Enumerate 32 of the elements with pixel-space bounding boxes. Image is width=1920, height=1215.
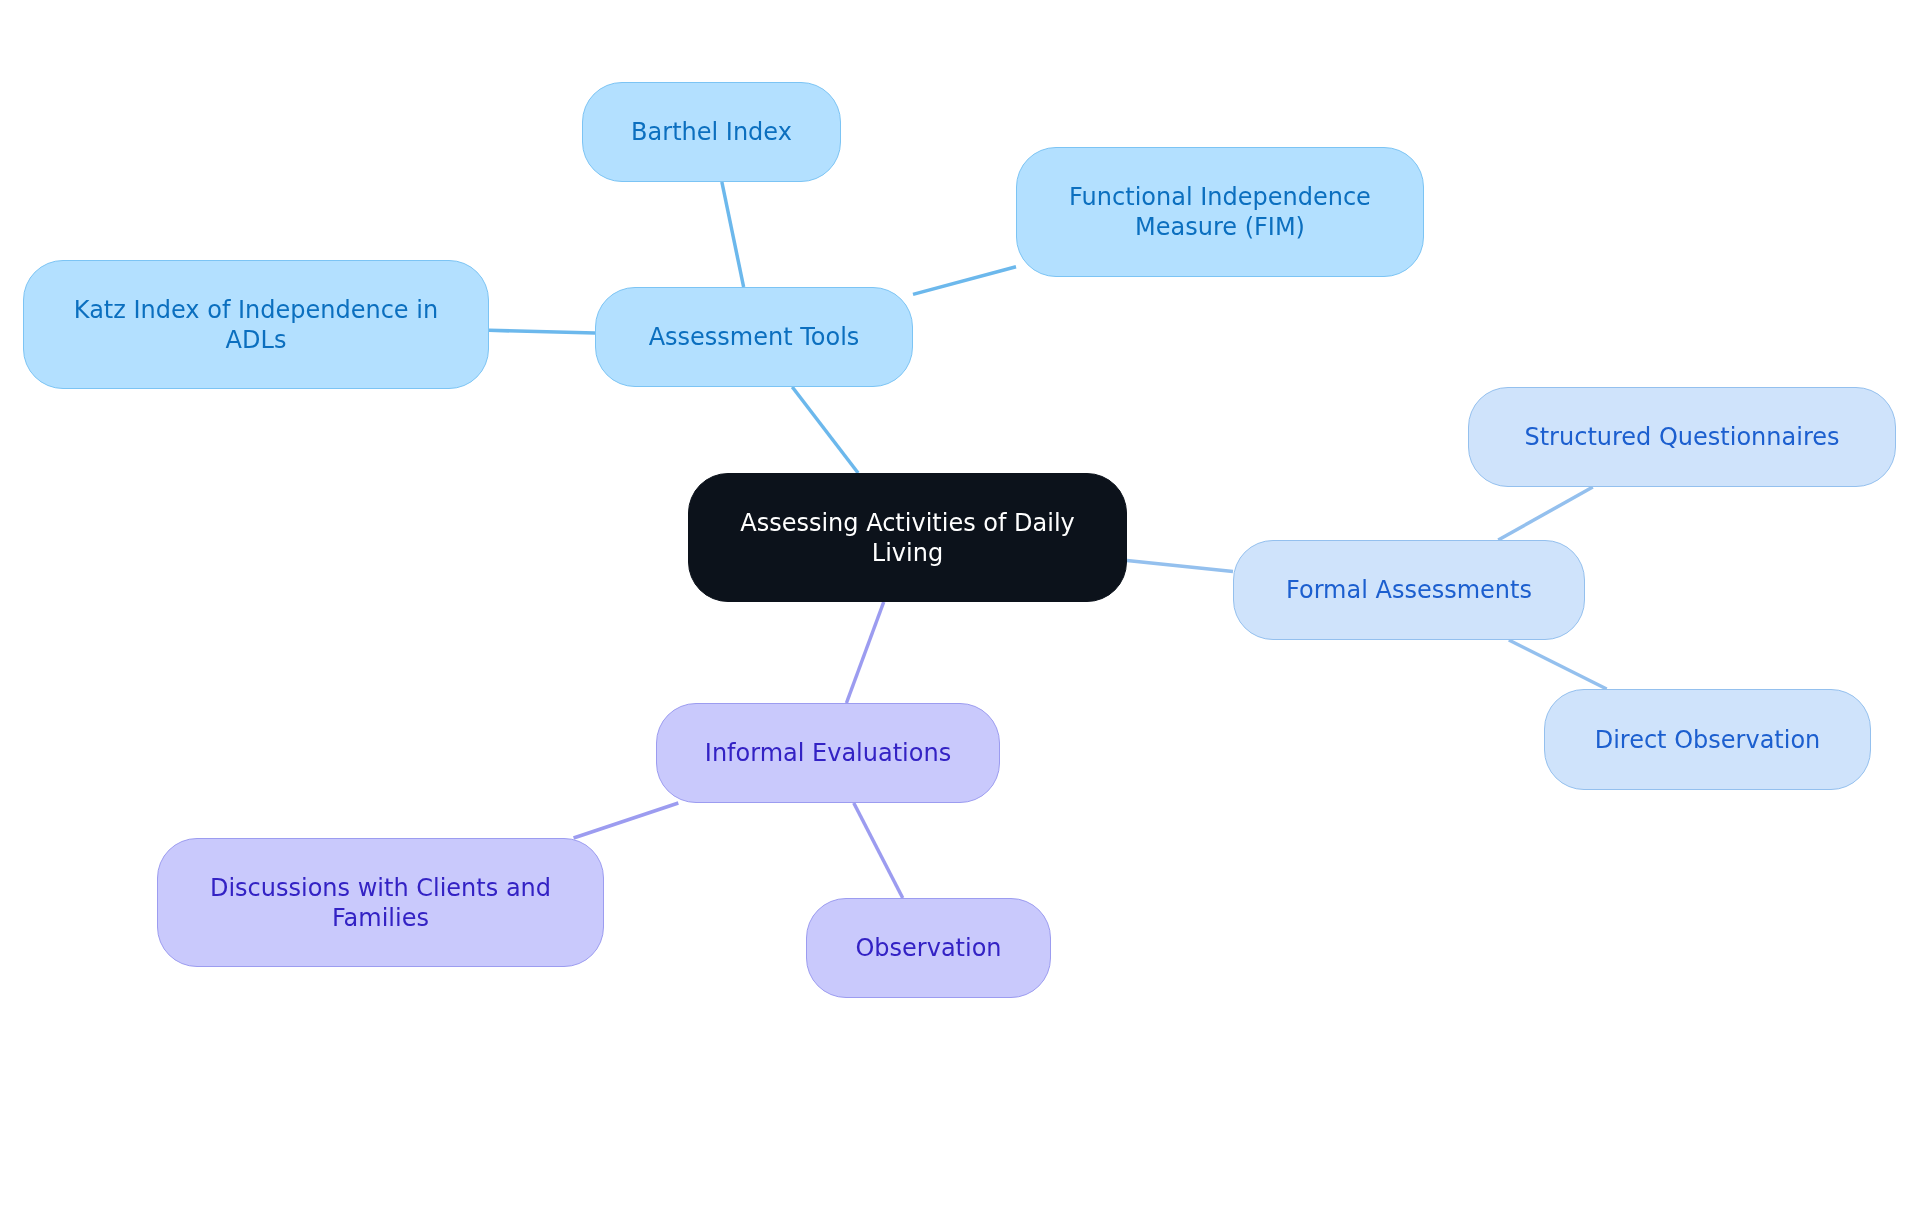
connector-line [790, 385, 860, 475]
topic-label: Informal Evaluations [704, 738, 952, 768]
topic-label: Formal Assessments [1286, 575, 1532, 605]
topic-box [23, 260, 489, 389]
topic-label: Functional Independence Measure (FIM) [1068, 182, 1372, 242]
topic-label: Discussions with Clients and Families [208, 872, 553, 933]
topic-label: Barthel Index [631, 117, 792, 147]
topic-label: Structured Questionnaires [1524, 422, 1840, 452]
topic-box [595, 287, 913, 387]
topic-box [582, 82, 841, 182]
topic-label: Assessing Activities of Daily Living [739, 507, 1076, 568]
connector-line [1497, 485, 1594, 542]
topic-label: Direct Observation [1594, 724, 1821, 755]
connector-line [573, 801, 679, 840]
connector-line [1508, 638, 1608, 691]
connector-line [912, 265, 1017, 297]
connector-line [852, 802, 905, 899]
topic-label: Assessment Tools [648, 322, 860, 352]
topic-label: Observation [855, 933, 1002, 963]
connector-line [720, 181, 746, 288]
topic-box [1233, 540, 1585, 640]
connector-line [844, 601, 886, 704]
topic-box [157, 838, 604, 967]
topic-box [656, 703, 1000, 803]
central-topic-box [688, 473, 1127, 602]
topic-box [1544, 689, 1871, 790]
topic-box [1468, 387, 1896, 487]
connector-line [1126, 558, 1234, 574]
connector-line [488, 328, 596, 335]
topic-box [806, 898, 1051, 998]
topic-box [1016, 147, 1424, 277]
topic-label: Katz Index of Independence in ADLs [72, 294, 440, 355]
